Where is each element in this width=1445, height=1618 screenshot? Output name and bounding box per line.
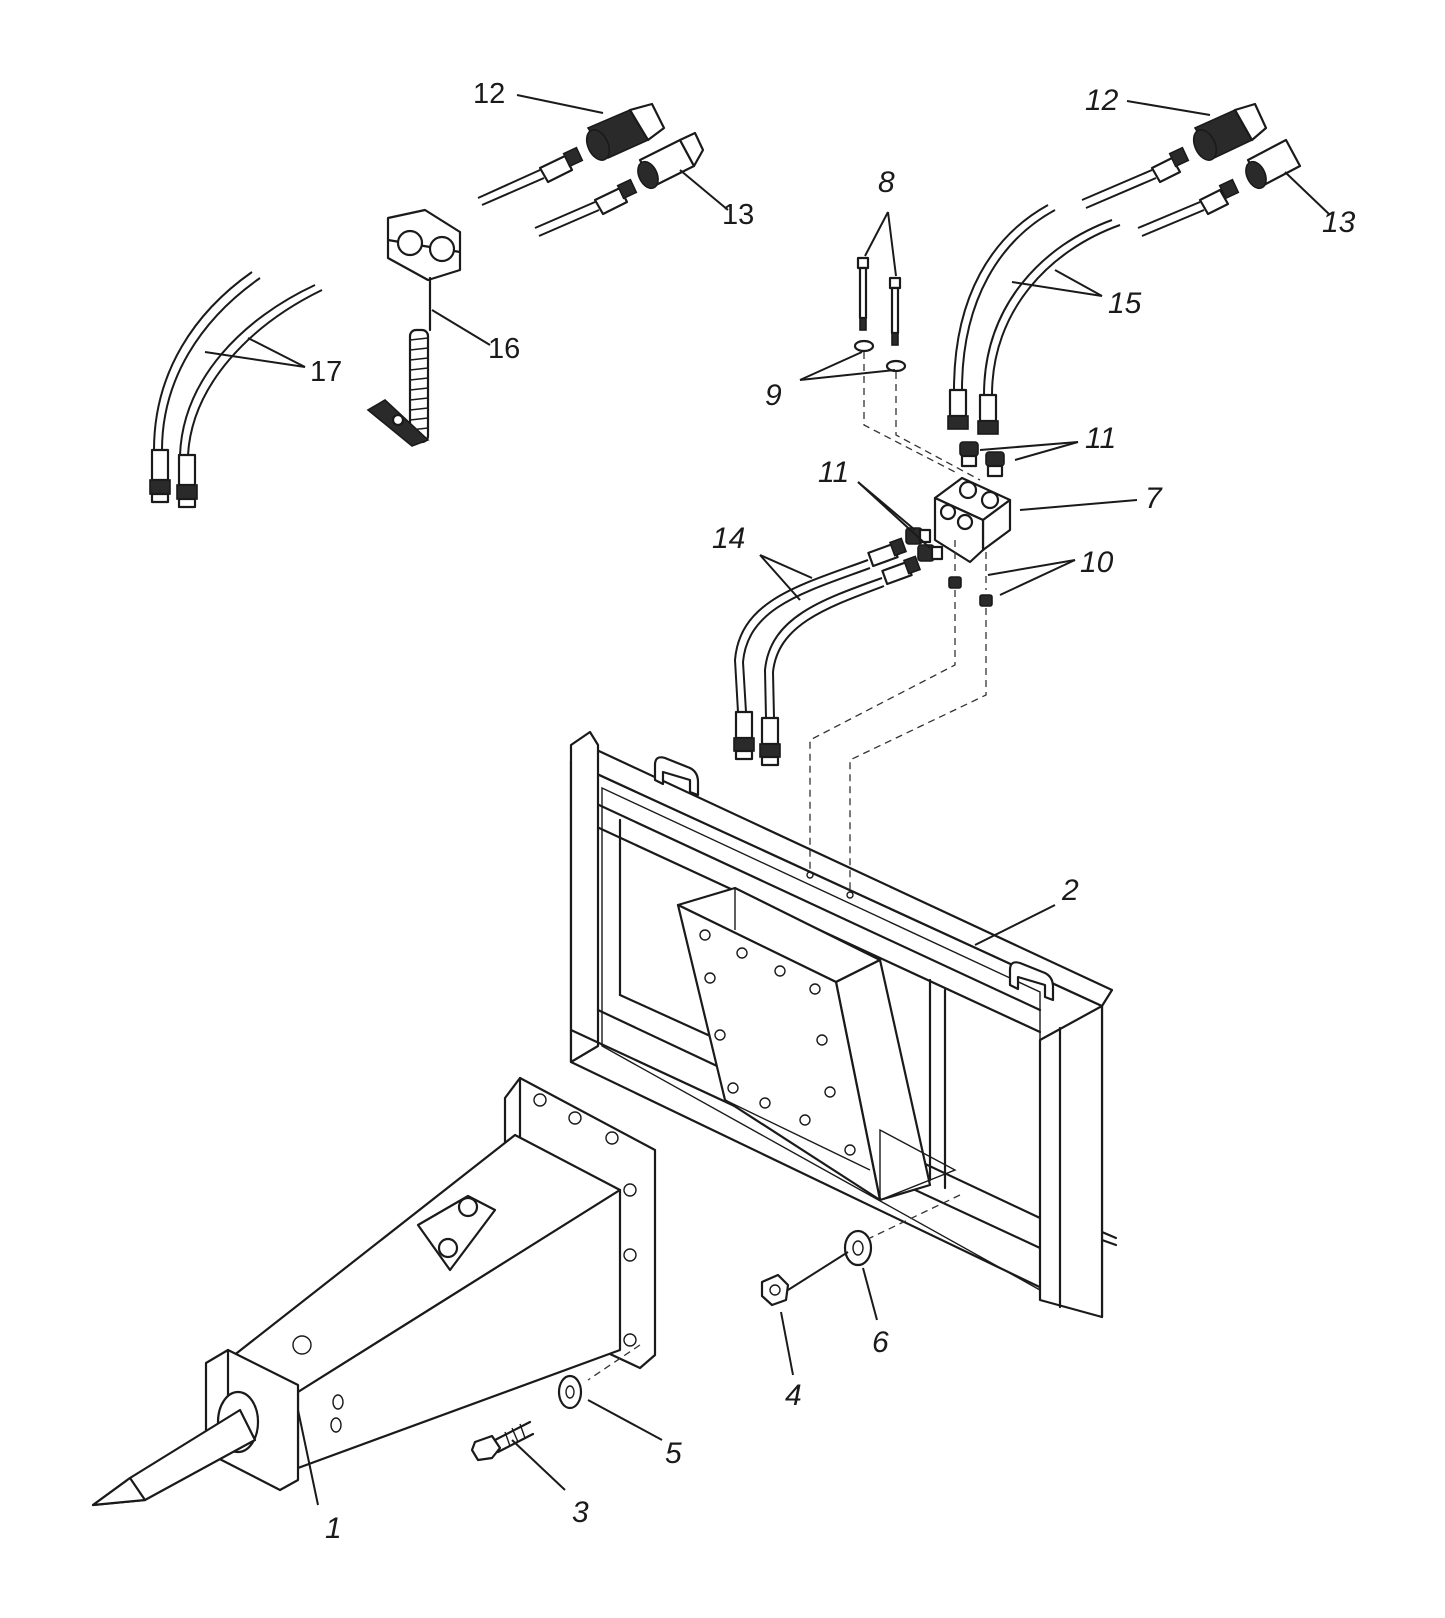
callout-4: 4: [785, 1379, 802, 1412]
callout-labels: 1 2 3 4 5 6 7 8 9 10 11 11 12 12 13 13 1…: [310, 78, 1356, 1545]
hoses-17: [149, 271, 323, 509]
adapter-plate: [676, 886, 957, 1202]
hose-holder-16: [366, 208, 462, 447]
fittings-11-top: [959, 441, 1005, 478]
callout-1: 1: [325, 1512, 342, 1545]
leader-lines: [204, 94, 1331, 1506]
callout-8: 8: [878, 166, 895, 199]
callout-5: 5: [665, 1437, 682, 1470]
hoses-15: [947, 204, 1121, 435]
bolt-3: [470, 1420, 535, 1462]
callout-9: 9: [765, 379, 782, 412]
callout-15: 15: [1108, 287, 1142, 320]
fittings-11-side: [905, 527, 944, 562]
hoses-14: [733, 537, 922, 767]
callout-13-left: 13: [722, 199, 754, 231]
callout-7: 7: [1145, 482, 1163, 515]
callout-17: 17: [310, 356, 342, 388]
callout-6: 6: [872, 1326, 889, 1359]
valve-block-7: [933, 476, 1012, 564]
callout-16: 16: [488, 333, 520, 365]
callout-12-right: 12: [1085, 84, 1119, 117]
callout-12-left: 12: [473, 78, 505, 110]
callout-14: 14: [712, 522, 745, 555]
coupler-set-right: [1081, 102, 1302, 237]
callout-11-top: 11: [1085, 422, 1116, 455]
callout-2: 2: [1061, 874, 1079, 907]
coupler-set-left: [477, 102, 705, 237]
callout-11-side: 11: [818, 456, 849, 489]
hydraulic-breaker: [91, 1076, 657, 1507]
washer-6: [843, 1229, 873, 1267]
nut-4: [760, 1273, 790, 1307]
bolts-8: [856, 256, 902, 346]
washer-5: [557, 1374, 583, 1410]
washers-9: [853, 339, 907, 373]
nuts-10: [948, 576, 993, 607]
callout-3: 3: [572, 1496, 589, 1529]
callout-10: 10: [1080, 546, 1114, 579]
callout-13-right: 13: [1322, 206, 1356, 239]
assembly-dashed-lines: [587, 352, 987, 1381]
